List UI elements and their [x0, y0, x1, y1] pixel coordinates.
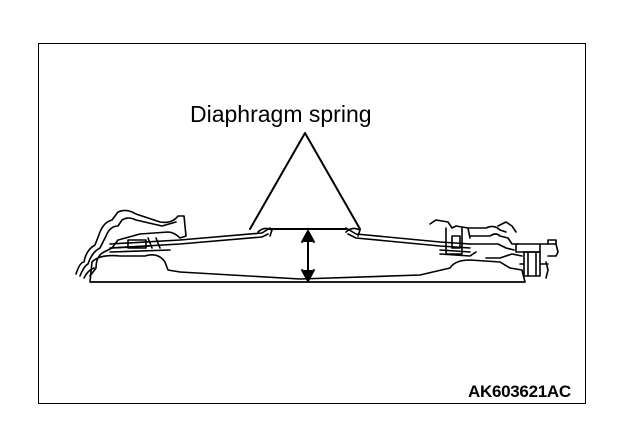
cover-bolt-right: [515, 239, 559, 279]
height-dimension-arrow: [301, 230, 315, 282]
clutch-cover-left: [75, 209, 187, 279]
diaphragm-spring-label: Diaphragm spring: [190, 101, 372, 127]
figure-code: AK603621AC: [468, 382, 571, 401]
callout-leader: [249, 132, 361, 230]
diaphragm-spring-right: [345, 227, 471, 253]
figure-frame: [38, 43, 586, 404]
diaphragm-spring-left: [109, 227, 273, 253]
pressure-plate-base: [89, 254, 526, 283]
clutch-cover-right: [429, 219, 523, 259]
